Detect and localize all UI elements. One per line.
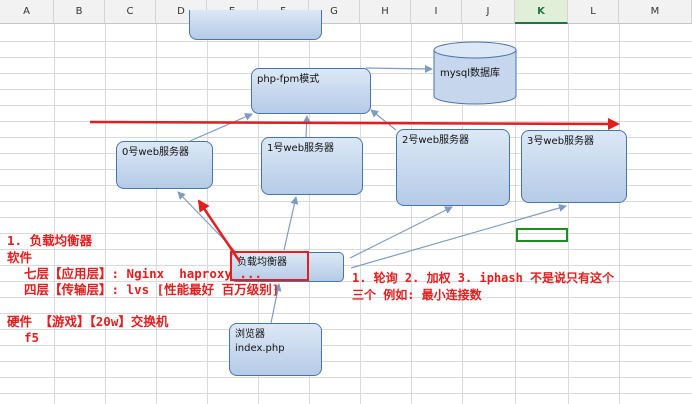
grid-line [258, 24, 259, 404]
browser-box[interactable]: 浏览器 index.php [229, 323, 322, 376]
column-header-a[interactable]: A [0, 0, 54, 24]
web2-to-fpm-arrow [370, 109, 397, 131]
php-fpm-label: php-fpm模式 [257, 74, 320, 85]
fpm-to-mysql-arrow [365, 64, 433, 73]
grid-line [0, 41, 692, 42]
web-server-1-box[interactable]: 1号web服务器 [261, 137, 363, 195]
note-software: 软件 [7, 250, 33, 265]
column-header-h[interactable]: H [360, 0, 411, 24]
grid-line [411, 24, 412, 404]
grid-line [360, 24, 361, 404]
grid-line [515, 24, 516, 404]
web-server-0-label: 0号web服务器 [122, 147, 190, 158]
mysql-database-icon[interactable] [433, 41, 517, 105]
browser-to-lb-arrow [270, 283, 282, 324]
load-balancer-label: 负载均衡器 [237, 257, 287, 268]
grid-line [0, 377, 692, 378]
selected-cell[interactable] [516, 228, 568, 242]
web-server-3-label: 3号web服务器 [527, 136, 595, 147]
grid-line [619, 24, 620, 404]
grid-line [54, 24, 55, 404]
grid-line [0, 201, 692, 202]
grid-line [0, 217, 692, 218]
load-balancer-box[interactable]: 负载均衡器 [231, 252, 344, 282]
column-header-k[interactable]: K [515, 0, 568, 24]
column-header-j[interactable]: J [462, 0, 515, 24]
grid-line [0, 265, 692, 266]
note-title: 1. 负载均衡器 [7, 233, 93, 248]
column-header-l[interactable]: L [568, 0, 619, 24]
column-header-c[interactable]: C [105, 0, 156, 24]
web-server-0-box[interactable]: 0号web服务器 [116, 141, 213, 189]
grid-line [0, 281, 692, 282]
browser-label: 浏览器 [235, 329, 265, 340]
note-algorithms-1: 1. 轮询 2. 加权 3. iphash 不是说只有这个 [352, 271, 615, 285]
lb-to-web1-arrow [283, 196, 299, 251]
grid-line [0, 313, 692, 314]
grid-line [568, 24, 569, 404]
grid-line [0, 297, 692, 298]
grid-line [0, 361, 692, 362]
grid-line [309, 24, 310, 404]
grid-line [0, 57, 692, 58]
grid-line [0, 393, 692, 394]
web-server-2-box[interactable]: 2号web服务器 [396, 129, 510, 206]
top-partial-box[interactable] [189, 10, 322, 40]
mysql-label: mysql数据库 [440, 68, 500, 79]
note-layer4: 四层【传输层】: lvs [性能最好 百万级别] [24, 282, 280, 297]
note-hardware: 硬件 【游戏】【20w】交换机 [7, 314, 169, 329]
php-fpm-box[interactable]: php-fpm模式 [251, 68, 371, 114]
grid-line [0, 233, 692, 234]
grid-line [0, 329, 692, 330]
lb-to-web2-arrow [349, 206, 453, 259]
lb-to-web3-arrow [350, 204, 567, 269]
web1-to-fpm-arrow [302, 115, 311, 138]
grid-line [0, 121, 692, 122]
web-server-3-box[interactable]: 3号web服务器 [521, 130, 627, 203]
grid-line [462, 24, 463, 404]
column-header-b[interactable]: B [54, 0, 105, 24]
grid-line [0, 345, 692, 346]
web-server-1-label: 1号web服务器 [267, 143, 335, 154]
note-layer7: 七层【应用层】: Nginx haproxy ... [24, 266, 263, 281]
column-header-m[interactable]: M [619, 0, 692, 24]
column-header-i[interactable]: I [411, 0, 462, 24]
web-server-2-label: 2号web服务器 [402, 135, 470, 146]
web0-to-fpm-arrow [189, 113, 253, 142]
load-balancer-highlight [230, 251, 309, 281]
grid-line [0, 249, 692, 250]
grid-line [105, 24, 106, 404]
browser-url-label: index.php [235, 342, 285, 354]
grid-line [156, 24, 157, 404]
note-f5: f5 [24, 330, 40, 345]
red-horizontal-arrow [89, 117, 620, 130]
note-algorithms-2: 三个 例如: 最小连接数 [352, 288, 482, 302]
